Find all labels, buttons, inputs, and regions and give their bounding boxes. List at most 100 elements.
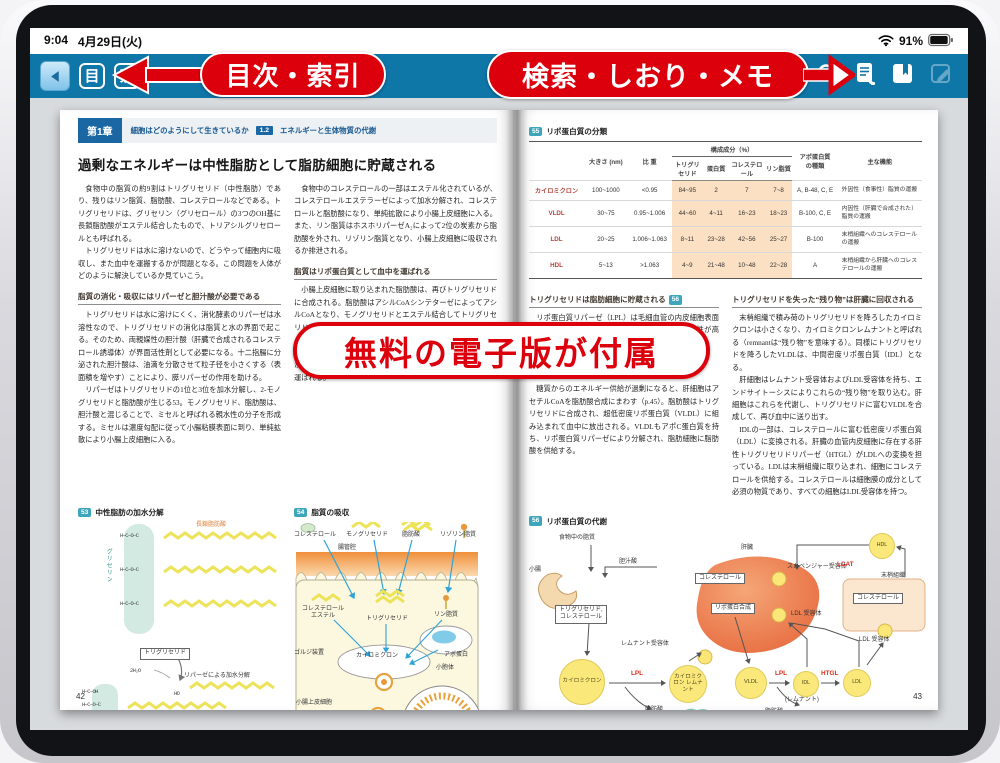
page-left[interactable]: 第1章 細胞はどのようにして生きているか 1.2 エネルギーと生体物質の代謝 過… <box>60 110 513 710</box>
paragraph: IDLの一部は、コレステロールに富む低密度リポ蛋白質（LDL）に変換される。肝臓… <box>732 425 922 497</box>
table-cell: 16~23 <box>729 199 765 227</box>
subsection-heading: トリグリセリドを失った“残り物”は肝臓に回収される <box>732 294 922 308</box>
node-circle: HDL <box>869 532 895 559</box>
status-bar: 9:04 4月29日(火) 91% <box>30 28 968 54</box>
page-number: 43 <box>913 692 922 701</box>
fatty-acid-zigzag <box>351 522 381 529</box>
pen-icon[interactable] <box>930 62 954 91</box>
fig-label: HTGL <box>821 669 839 677</box>
node-circle: LDL <box>843 668 871 697</box>
callout-toc-index: 目次・索引 <box>200 52 386 97</box>
paragraph: 糖質からのエネルギー供給が過剰になると、肝細胞はアセチルCoAを脂肪酸合成にまわ… <box>529 385 719 456</box>
memo-icon[interactable] <box>855 62 877 91</box>
reader-content: 第1章 細胞はどのようにして生きているか 1.2 エネルギーと生体物質の代謝 過… <box>30 98 968 730</box>
table-cell: 7 <box>729 180 765 201</box>
fig-label: HO <box>174 691 180 697</box>
book-spread: 第1章 細胞はどのようにして生きているか 1.2 エネルギーと生体物質の代謝 過… <box>60 110 938 710</box>
fig-label: 食物中の脂質 <box>559 534 596 541</box>
fig-label: 小腸上皮細胞 <box>296 700 333 706</box>
col-header-tg: トリグリセリド <box>671 156 704 181</box>
table-cell: 外因性（食事性）脂質の運搬 <box>837 180 922 201</box>
col-header-cholesterol: コレステロール <box>729 156 765 181</box>
fig-label: LDL 受容体 <box>859 636 890 643</box>
fig-label: リゾリン脂質 <box>440 532 477 538</box>
table-cell: 内因性（肝臓で合成された）脂質の運搬 <box>837 199 922 227</box>
node-circle: IDL <box>793 670 819 697</box>
table-cell: >1.063 <box>627 252 672 279</box>
fig-label: 小腸 <box>529 566 542 573</box>
fatty-acid-zigzag <box>163 565 277 574</box>
fig-label: 2H₂O <box>130 668 141 674</box>
classification-table: 大きさ (nm) 比 重 構成成分（%） アポ蛋白質 の種類 主な機能 トリグリ… <box>529 141 922 280</box>
paragraph: 食物中のコレステロールの一部はエステル化されているが、コレステロールエステラーゼ… <box>294 185 497 256</box>
fig-label: 肝臓 <box>741 544 754 551</box>
table-cell: 7~8 <box>764 180 793 201</box>
table-cell: 末梢組織から肝臓へのコレステロールの運搬 <box>837 252 922 279</box>
battery-icon <box>928 33 954 50</box>
section-title: エネルギーと生体物質の代謝 <box>280 126 377 135</box>
fig-label: LPL <box>775 669 788 677</box>
fig-label: H−C−OH <box>82 689 98 695</box>
node-box: トリグリセリド <box>140 648 191 660</box>
fig-label: 胆汁酸 <box>619 558 638 565</box>
paragraph: 末梢組織で積み荷のトリグリセリドを降ろしたカイロミクロンは小さくなり、カイロミク… <box>732 313 922 372</box>
fig-label: H−C−O−C <box>82 702 101 708</box>
fig-label: コレステロール エステル <box>302 606 345 620</box>
back-button[interactable] <box>40 61 70 91</box>
battery-percent: 91% <box>898 34 923 48</box>
table-cell: 4~9 <box>671 252 704 279</box>
fig-label: スカベンジャー受容体 <box>787 563 847 570</box>
fig-label: アポ蛋白 <box>444 652 469 658</box>
node-box: トリグリセリド, コレステロール <box>555 604 607 624</box>
table-cell: A <box>792 252 838 279</box>
fig-label: レムナント受容体 <box>621 640 669 647</box>
col-header-composition: 構成成分（%） <box>671 141 793 157</box>
left-column: 食物中の脂質の約9割はトリグリセリド（中性脂肪）であり、残りはリン脂質、脂肪酸、… <box>78 183 281 710</box>
col-header-protein: 蛋白質 <box>703 156 730 181</box>
fig-label: 末梢組織 <box>881 572 906 579</box>
node-box: コレステロール <box>853 592 904 605</box>
paragraph: 食物中の脂質の約9割はトリグリセリド（中性脂肪）であり、残りはリン脂質、脂肪酸、… <box>78 185 281 243</box>
bookmark-icon[interactable] <box>892 62 915 91</box>
figure-56-lipoprotein-metabolism: LPL：リポ蛋白質リパーゼHTGL：肝性トリグリセリドリパーゼLCAT：レシチン… <box>529 531 926 710</box>
toc-button[interactable]: 目 <box>79 63 105 89</box>
table-cell: 10~48 <box>729 252 765 279</box>
fatty-acid-zigzag <box>401 522 431 527</box>
node-box: コレステロール <box>695 572 746 585</box>
fig-label: 脂肪酸 <box>645 706 664 710</box>
col-header-density: 比 重 <box>642 158 657 166</box>
table-cell: 5~13 <box>584 252 628 279</box>
left-arrow <box>112 55 215 95</box>
table-cell: LDL <box>529 226 585 253</box>
paragraph: 肝細胞はレムナント受容体およびLDL受容体を持ち、エンドサイトーシスによりこれら… <box>732 376 922 422</box>
right-column: 食物中のコレステロールの一部はエステル化されているが、コレステロールエステラーゼ… <box>294 183 497 710</box>
table-cell: 18~23 <box>764 199 793 227</box>
app-screen: 9:04 4月29日(火) 91% 目 索 第1章 <box>30 28 968 730</box>
fatty-acid-zigzag <box>375 595 405 604</box>
table-cell: B-100, C, E <box>792 199 838 227</box>
fig-label: (レムナント) <box>785 696 819 703</box>
fig-label: リパーゼによる加水分解 <box>184 673 250 679</box>
page-title: 過剰なエネルギーは中性脂肪として脂肪細胞に貯蔵される <box>78 158 437 173</box>
fatty-acid-zigzag <box>311 593 341 602</box>
col-header-phospholipid: リン脂質 <box>764 156 793 181</box>
figure-54-lipid-absorption: コレステロールモノグリセリド脂肪酸リゾリン脂質腸管腔コレステロール エステルトリ… <box>294 522 490 710</box>
table-cell: 25~27 <box>764 226 793 253</box>
fig-label: モノグリセリド <box>346 532 389 538</box>
table-cell: 42~56 <box>729 226 765 253</box>
paragraph: トリグリセリドは水に溶けにくく、消化酵素のリパーゼは水溶性なので、トリグリセリド… <box>78 311 281 382</box>
paragraph: リパーゼはトリグリセリドの1位と3位を加水分解し、2-モノグリセリドと脂肪酸が生… <box>78 386 281 444</box>
table-cell: 2 <box>703 180 730 201</box>
fig-label: H−C−O−C <box>120 533 139 539</box>
table-cell: 4~11 <box>703 199 730 227</box>
fig-label: ゴルジ装置 <box>294 650 325 656</box>
chapter-title: 細胞はどのようにして生きているか <box>130 126 249 135</box>
col-header-apo: アポ蛋白質 の種類 <box>799 154 831 170</box>
wifi-icon <box>878 33 894 50</box>
fig-label: LDL 受容体 <box>791 610 822 617</box>
